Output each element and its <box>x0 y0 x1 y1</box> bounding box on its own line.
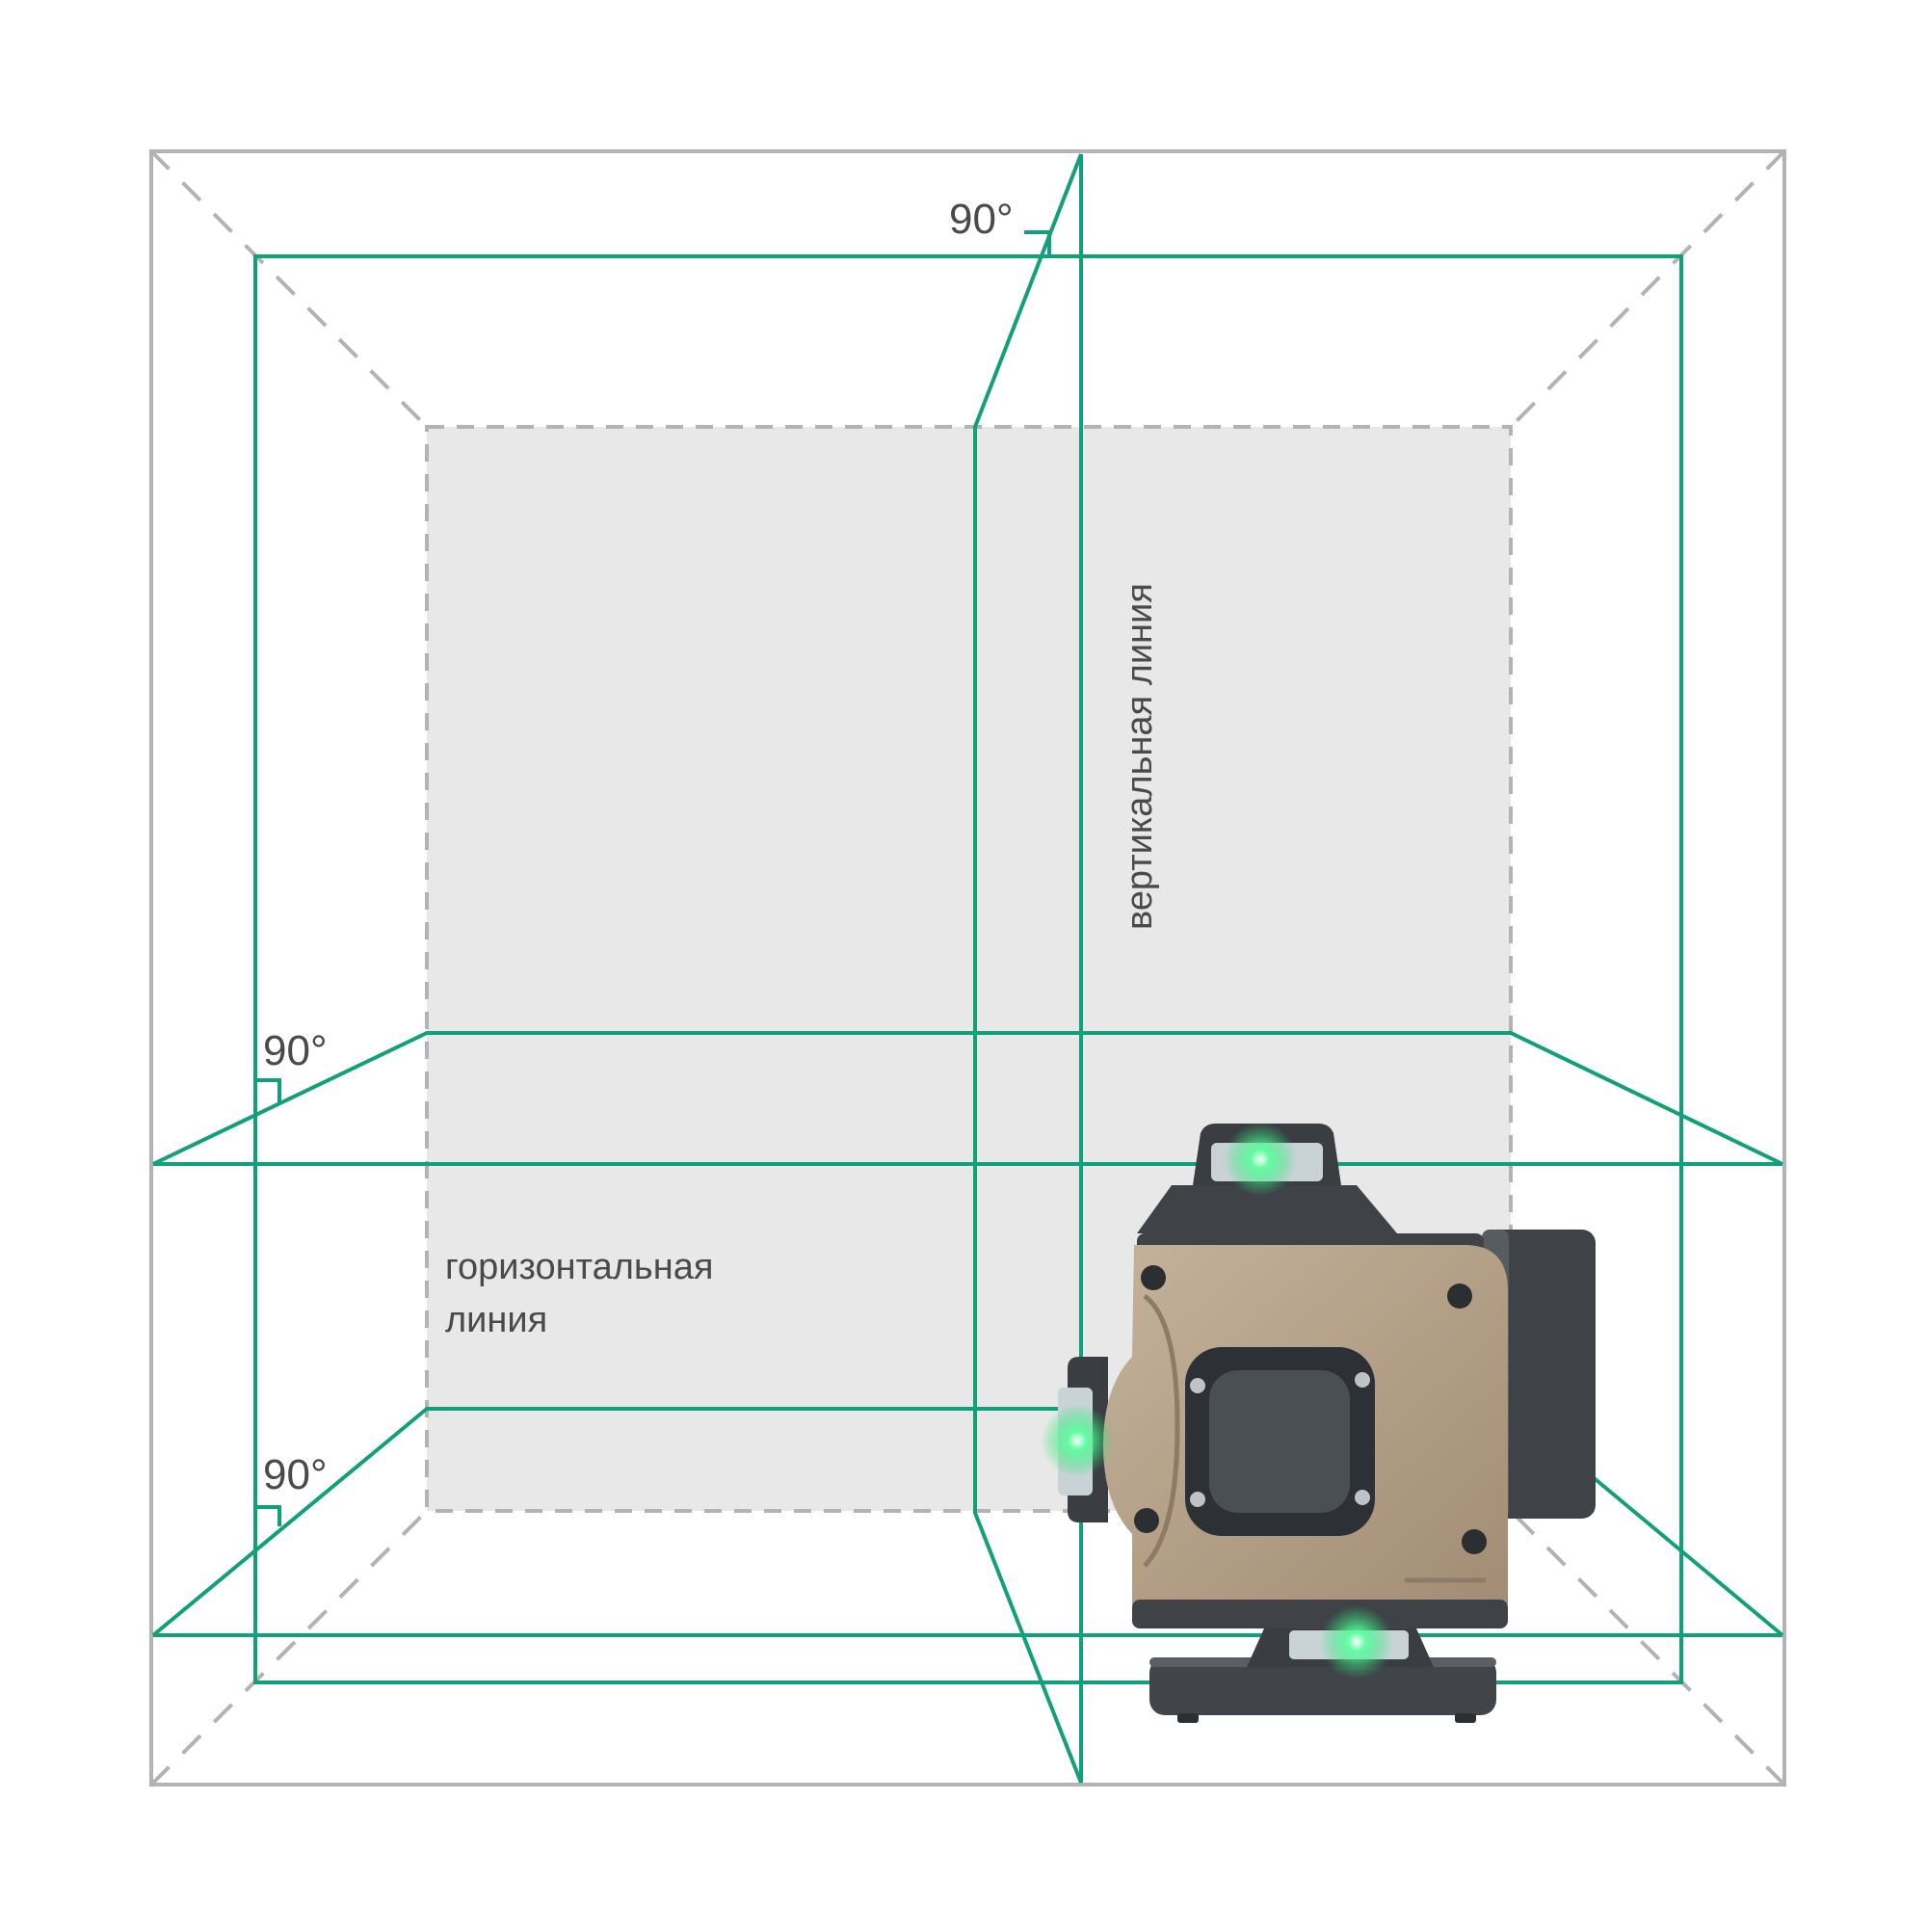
right-angle-icon <box>255 1080 279 1103</box>
angle-label-left-lower: 90° <box>263 1451 328 1498</box>
angle-label-left-upper: 90° <box>263 1027 328 1074</box>
device-bottom-band <box>1132 1600 1508 1628</box>
horizontal-line-label-line2: линия <box>445 1300 547 1340</box>
bolt-icon <box>1355 1490 1370 1505</box>
screw-icon <box>1447 1284 1472 1309</box>
vertical-line-label: вертикальная линия <box>1120 583 1160 930</box>
bolt-icon <box>1190 1492 1205 1507</box>
corner-edge-top-left <box>151 151 427 427</box>
bolt-icon <box>1355 1372 1370 1388</box>
laser-glow-icon <box>1320 1605 1393 1679</box>
base-foot <box>1455 1713 1476 1723</box>
corner-edge-top-right <box>1511 151 1784 427</box>
corner-edge-bottom-left <box>151 1511 427 1785</box>
right-angle-icon <box>255 1507 279 1526</box>
angle-label-top: 90° <box>949 196 1014 243</box>
laser-glow-icon <box>1224 1123 1297 1196</box>
laser-glow-icon <box>1041 1404 1114 1477</box>
horizontal-line-label-line1: горизонтальная <box>445 1247 713 1287</box>
screw-icon <box>1462 1529 1487 1554</box>
room-outline <box>151 151 1784 1785</box>
front-emitter-window <box>1209 1370 1350 1513</box>
screw-icon <box>1141 1265 1166 1290</box>
screw-icon <box>1134 1508 1159 1533</box>
corner-edge-bottom-right <box>1511 1511 1784 1785</box>
base-foot <box>1177 1713 1199 1723</box>
bolt-icon <box>1190 1378 1205 1393</box>
